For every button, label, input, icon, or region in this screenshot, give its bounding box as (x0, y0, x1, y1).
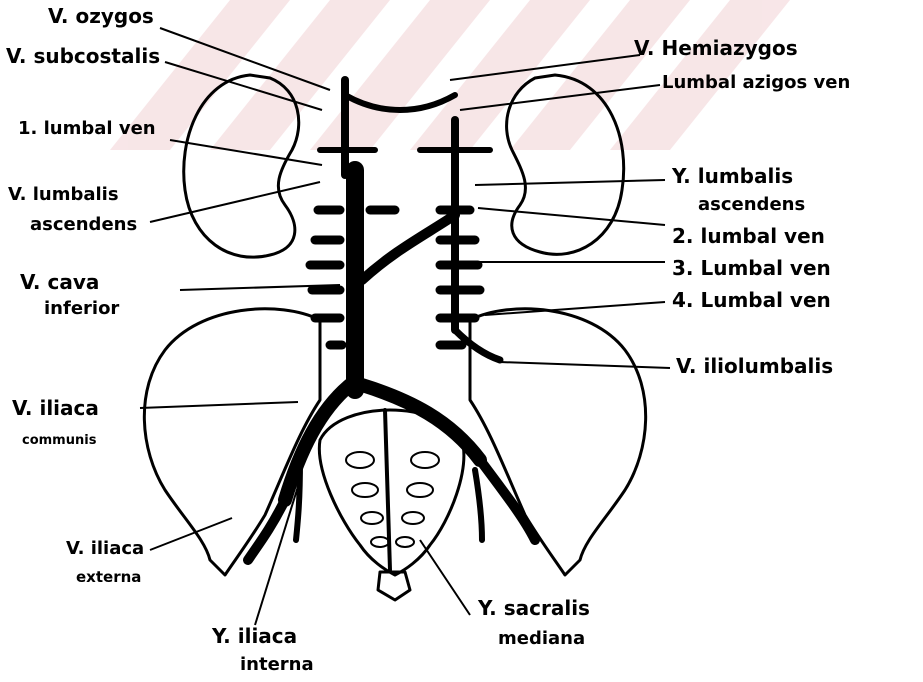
label-lumbal4: 4. Lumbal ven (672, 290, 831, 310)
right-ilium (470, 309, 646, 575)
label-lumbal2: 2. lumbal ven (672, 226, 825, 246)
label-iliaca-ext-1: V. iliaca (66, 540, 144, 558)
label-lumbalis-asc-right-1: Y. lumbalis (672, 166, 793, 186)
label-hemiazygos: V. Hemiazygos (634, 38, 798, 58)
internal-iliac-left (475, 470, 482, 540)
label-iliaca-ext-2: externa (76, 570, 141, 585)
sacral-foramina (346, 452, 439, 547)
label-lumbal-azigos: Lumbal azigos ven (662, 74, 850, 92)
label-azygos: V. ozygos (48, 6, 154, 26)
label-lumbalis-asc-left-2: ascendens (30, 216, 137, 234)
label-sacralis-1: Y. sacralis (478, 598, 590, 618)
label-lumbal1: 1. lumbal ven (18, 120, 156, 138)
label-lumbal3: 3. Lumbal ven (672, 258, 831, 278)
label-subcostalis: V. subcostalis (6, 46, 160, 66)
label-lumbalis-asc-right-2: ascendens (698, 196, 805, 214)
label-sacralis-2: mediana (498, 630, 585, 648)
label-iliaca-int-2: interna (240, 656, 314, 674)
common-iliac-left (362, 385, 480, 460)
label-cava-1: V. cava (20, 272, 99, 292)
label-iliaca-comm-2: communis (22, 434, 96, 447)
label-iliolumbalis: V. iliolumbalis (676, 356, 833, 376)
left-renal-vein (362, 215, 455, 280)
sacrum (319, 410, 463, 575)
label-cava-2: inferior (44, 300, 119, 318)
label-iliaca-int-1: Y. iliaca (212, 626, 297, 646)
label-lumbalis-asc-left-1: V. lumbalis (8, 186, 119, 204)
label-iliaca-comm-1: V. iliaca (12, 398, 99, 418)
coccyx (378, 572, 410, 600)
